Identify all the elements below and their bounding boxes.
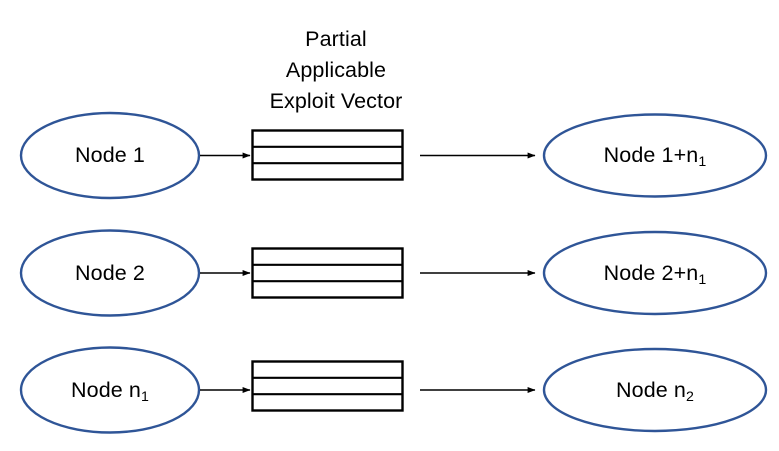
- diagram-title-line-2: Applicable: [285, 58, 387, 82]
- target-node-ellipse-2[interactable]: [542, 230, 768, 316]
- exploit-vector-box-1[interactable]: [251, 129, 404, 181]
- source-node-label-1: Node 1: [20, 143, 200, 167]
- source-node-text-2: Node 2: [75, 261, 145, 285]
- source-node-ellipse-3[interactable]: [19, 346, 201, 434]
- target-node-label-1: Node 1+n1: [543, 143, 767, 170]
- target-node-text-2: Node 2+n: [603, 261, 699, 285]
- target-node-text-1: Node 1+n: [603, 143, 699, 167]
- target-node-text-3: Node n: [616, 378, 686, 402]
- target-node-label-2: Node 2+n1: [543, 261, 767, 288]
- source-node-subscript-3: 1: [140, 388, 149, 405]
- target-node-subscript-2: 1: [698, 271, 707, 288]
- diagram-title-line-3: Exploit Vector: [269, 89, 403, 113]
- source-node-text-1: Node 1: [75, 143, 145, 167]
- source-node-text-3: Node n: [71, 378, 141, 402]
- diagram-title: Partial Applicable Exploit Vector: [216, 24, 456, 117]
- target-node-subscript-3: 2: [685, 388, 694, 405]
- exploit-vector-box-2[interactable]: [251, 247, 404, 299]
- target-node-ellipse-3[interactable]: [542, 347, 768, 433]
- target-node-ellipse-1[interactable]: [542, 113, 768, 198]
- source-node-ellipse-1[interactable]: [19, 111, 201, 200]
- diagram-title-line-1: Partial: [305, 27, 367, 51]
- target-node-label-3: Node n2: [543, 378, 767, 405]
- exploit-vector-box-3[interactable]: [251, 360, 404, 412]
- target-node-subscript-1: 1: [698, 153, 707, 170]
- source-node-label-2: Node 2: [20, 261, 200, 285]
- source-node-label-3: Node n1: [20, 378, 200, 405]
- source-node-ellipse-2[interactable]: [19, 229, 201, 317]
